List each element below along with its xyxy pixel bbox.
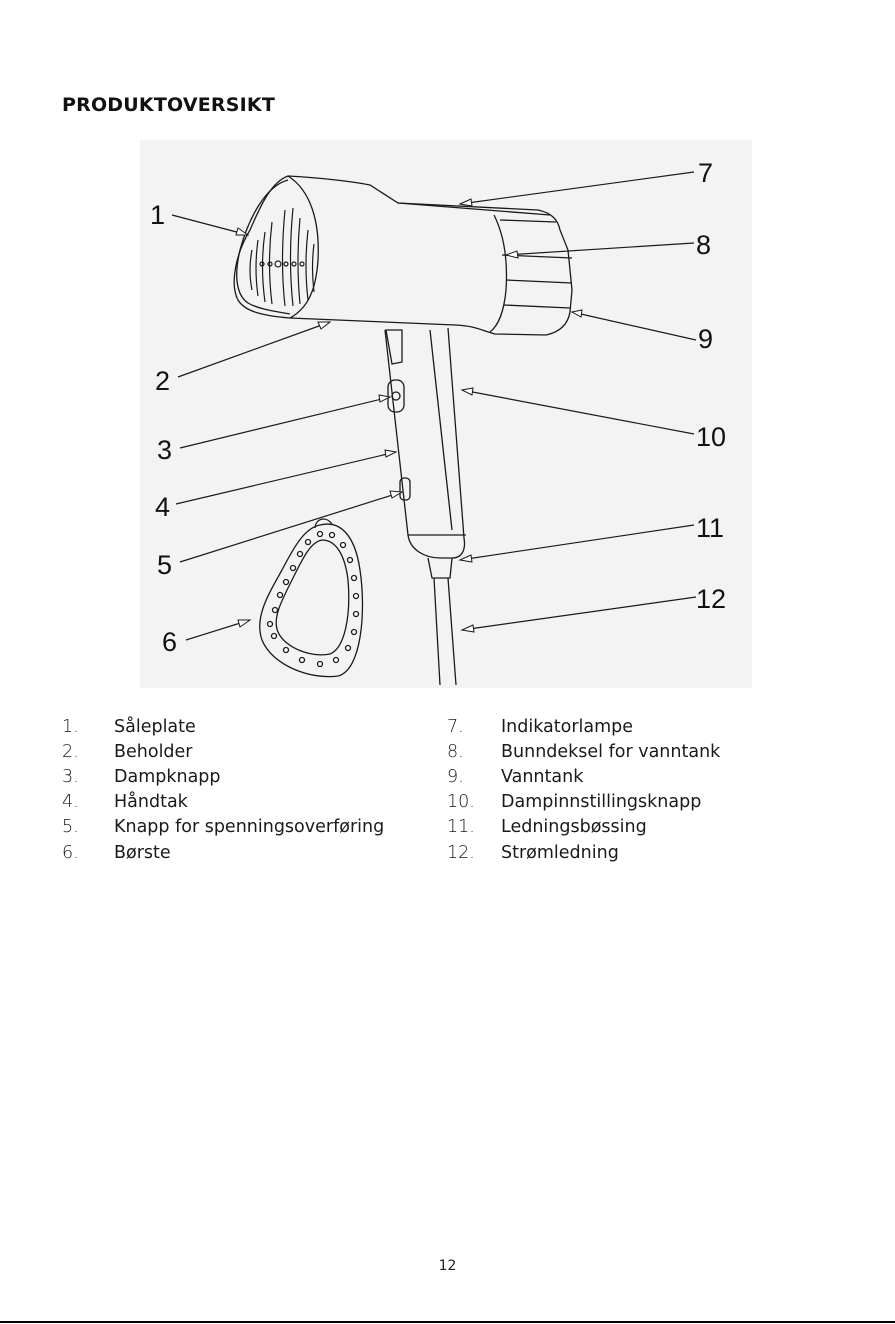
legend-number: 5. <box>62 817 114 837</box>
legend-item: 2.Beholder <box>62 739 384 764</box>
legend-label: Knapp for spenningsoverføring <box>114 817 384 837</box>
legend-label: Beholder <box>114 742 193 762</box>
legend-number: 10. <box>447 792 501 812</box>
legend-label: Vanntank <box>501 767 583 787</box>
page-number: 12 <box>0 1258 895 1274</box>
legend-number: 12. <box>447 843 501 863</box>
legend-item: 1.Såleplate <box>62 714 384 739</box>
legend-label: Bunndeksel for vanntank <box>501 742 720 762</box>
legend-left-column: 1.Såleplate 2.Beholder 3.Dampknapp 4.Hån… <box>62 714 384 865</box>
callout-4: 4 <box>155 492 170 522</box>
legend-label: Dampinnstillingsknapp <box>501 792 701 812</box>
legend-item: 10.Dampinnstillingsknapp <box>447 790 720 815</box>
legend-number: 3. <box>62 767 114 787</box>
steamer-illustration: 1 2 3 4 5 6 7 8 9 10 11 12 <box>140 140 752 688</box>
legend-item: 4.Håndtak <box>62 790 384 815</box>
legend-number: 11. <box>447 817 501 837</box>
legend-number: 2. <box>62 742 114 762</box>
legend-number: 9. <box>447 767 501 787</box>
legend-number: 6. <box>62 843 114 863</box>
callout-1: 1 <box>150 200 165 230</box>
legend-item: 6.Børste <box>62 840 384 865</box>
callout-5: 5 <box>157 550 172 580</box>
legend-label: Ledningsbøssing <box>501 817 647 837</box>
figure-background <box>140 140 752 688</box>
callout-10: 10 <box>696 422 726 452</box>
product-diagram: 1 2 3 4 5 6 7 8 9 10 11 12 <box>140 140 752 688</box>
callout-7: 7 <box>698 158 713 188</box>
callout-2: 2 <box>155 366 170 396</box>
legend-item: 8.Bunndeksel for vanntank <box>447 739 720 764</box>
legend-label: Håndtak <box>114 792 188 812</box>
legend-item: 7.Indikatorlampe <box>447 714 720 739</box>
bottom-rule <box>0 1321 895 1323</box>
legend-label: Strømledning <box>501 843 619 863</box>
legend-number: 7. <box>447 717 501 737</box>
callout-11: 11 <box>696 513 724 543</box>
legend-number: 8. <box>447 742 501 762</box>
legend-label: Børste <box>114 843 171 863</box>
callout-9: 9 <box>698 324 713 354</box>
legend-right-column: 7.Indikatorlampe 8.Bunndeksel for vannta… <box>447 714 720 865</box>
legend-label: Såleplate <box>114 717 196 737</box>
page-title: PRODUKTOVERSIKT <box>62 94 275 116</box>
legend-item: 9.Vanntank <box>447 764 720 789</box>
legend-label: Dampknapp <box>114 767 221 787</box>
legend-item: 3.Dampknapp <box>62 764 384 789</box>
legend-number: 1. <box>62 717 114 737</box>
legend-label: Indikatorlampe <box>501 717 633 737</box>
legend-item: 5.Knapp for spenningsoverføring <box>62 815 384 840</box>
callout-6: 6 <box>162 627 177 657</box>
legend-item: 11.Ledningsbøssing <box>447 815 720 840</box>
legend-number: 4. <box>62 792 114 812</box>
callout-12: 12 <box>696 584 726 614</box>
callout-8: 8 <box>696 230 711 260</box>
legend-item: 12.Strømledning <box>447 840 720 865</box>
callout-3: 3 <box>157 435 172 465</box>
